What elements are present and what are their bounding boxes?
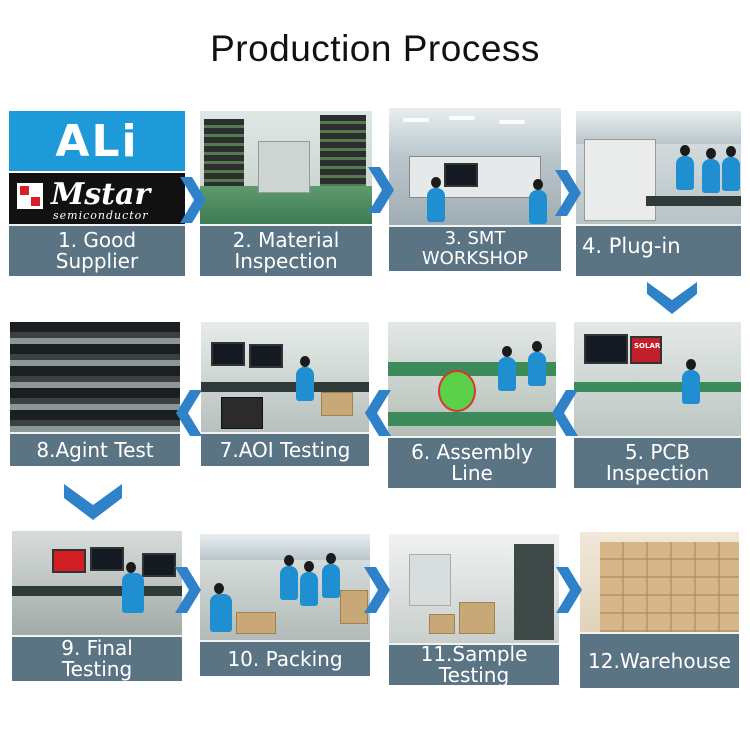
step-8-agint-test: 8.Agint Test [10, 322, 180, 466]
step-9-final-testing: 9. Final Testing [12, 531, 182, 681]
green-balloon-icon [438, 370, 476, 412]
step-caption: 8.Agint Test [10, 432, 180, 466]
step-caption: 4. Plug-in [576, 224, 741, 276]
arrow-left-7-to-8-icon [176, 390, 202, 436]
mstar-logo: Mstar semiconductor [9, 173, 185, 225]
mstar-mark-icon [17, 183, 43, 209]
step-caption: 2. Material Inspection [200, 224, 372, 276]
ali-logo: ALi [9, 111, 185, 171]
arrow-right-9-to-10-icon [175, 567, 201, 613]
step-12-warehouse: 12.Warehouse [580, 532, 739, 688]
arrow-right-11-to-12-icon [556, 567, 582, 613]
step-7-aoi-testing: 7.AOI Testing [201, 322, 369, 466]
step-3-smt-workshop: 3. SMT WORKSHOP [389, 108, 561, 271]
arrow-right-1-to-2-icon [180, 177, 206, 223]
step-caption: 11.Sample Testing [389, 643, 559, 686]
step-4-plug-in: 4. Plug-in [576, 111, 741, 276]
arrow-right-3-to-4-icon [555, 170, 581, 216]
step-caption: 10. Packing [200, 640, 370, 676]
step-6-assembly-line: 6. Assembly Line [388, 322, 556, 488]
step-caption: 1. Good Supplier [9, 224, 185, 276]
step-caption: 6. Assembly Line [388, 436, 556, 488]
arrow-left-6-to-7-icon [365, 390, 391, 436]
step-caption: 9. Final Testing [12, 635, 182, 681]
arrow-down-4-to-5-icon [647, 282, 697, 314]
page-title: Production Process [210, 28, 540, 69]
step-2-material-inspection: 2. Material Inspection [200, 111, 372, 276]
step-10-packing: 10. Packing [200, 534, 370, 676]
step-11-sample-testing: 11.Sample Testing [389, 534, 559, 686]
step-5-pcb-inspection: SOLAR 5. PCB Inspection [574, 322, 741, 488]
arrow-right-10-to-11-icon [364, 567, 390, 613]
mstar-logo-subtext: semiconductor [53, 209, 149, 222]
step-caption: 5. PCB Inspection [574, 436, 741, 488]
solar-logo-text: SOLAR [634, 342, 661, 350]
step-caption: 3. SMT WORKSHOP [389, 225, 561, 271]
arrow-down-8-to-9-icon [64, 484, 122, 520]
arrow-left-5-to-6-icon [552, 390, 578, 436]
step-caption: 7.AOI Testing [201, 432, 369, 466]
mstar-logo-text: Mstar [51, 177, 151, 212]
ali-logo-text: ALi [55, 115, 139, 167]
supplier-logos: ALi Mstar semiconductor [9, 111, 185, 276]
solar-logo-badge: SOLAR [630, 336, 662, 364]
arrow-right-2-to-3-icon [368, 167, 394, 213]
step-caption: 12.Warehouse [580, 632, 739, 688]
step-1-good-supplier: ALi Mstar semiconductor 1. Good Supplier [9, 111, 185, 276]
